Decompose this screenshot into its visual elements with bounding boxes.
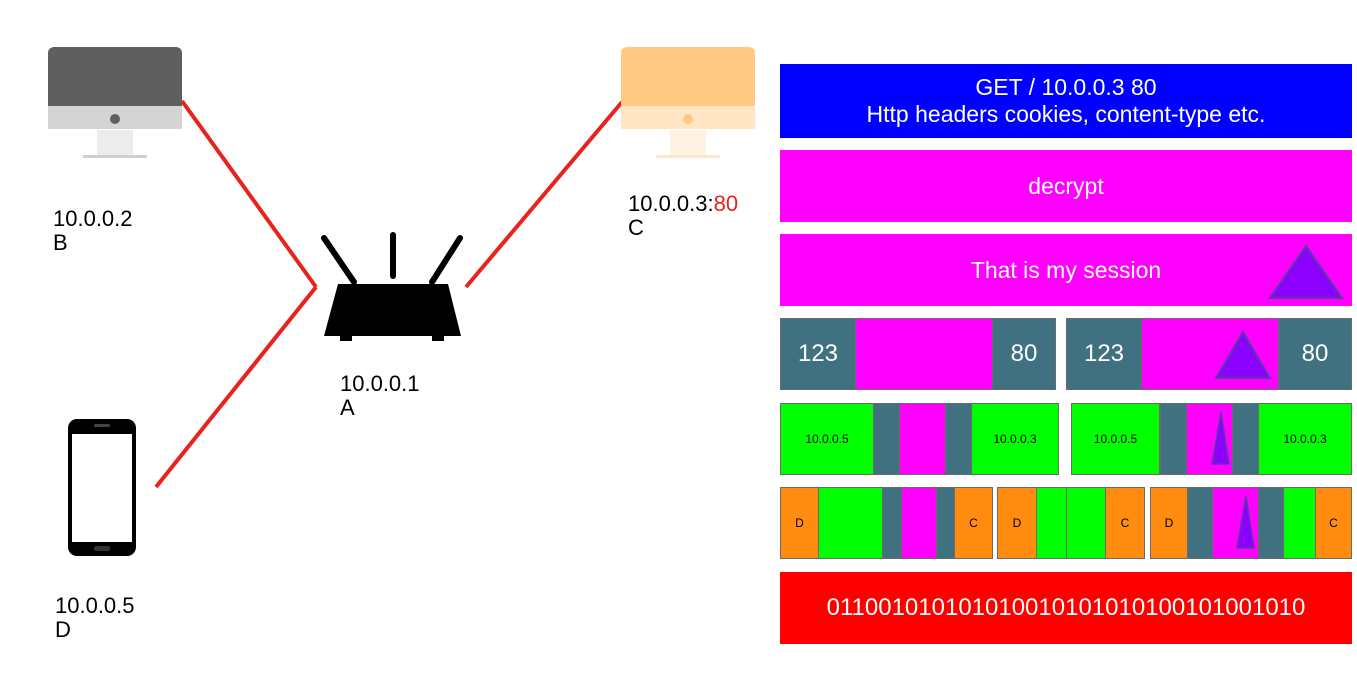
host-d-name: D	[55, 617, 71, 642]
ip1-payload	[899, 403, 946, 475]
phone-d-icon	[68, 419, 136, 556]
host-b-name: B	[53, 230, 68, 255]
frame2-ip-dst	[1066, 487, 1106, 559]
session-label: That is my session	[970, 256, 1162, 283]
frame1-ip-src	[818, 487, 883, 559]
http-headers-line: Http headers cookies, content-type etc.	[866, 101, 1266, 127]
host-d-label: 10.0.0.5 D	[55, 594, 135, 642]
frame3-port-src	[1187, 487, 1213, 559]
host-a-label: 10.0.0.1 A	[340, 372, 420, 420]
link-router-c	[464, 100, 624, 289]
frame3-ip-dst	[1283, 487, 1316, 559]
tcp1-src-port: 123	[780, 318, 856, 390]
frame1-port-src	[882, 487, 902, 559]
host-a-ip: 10.0.0.1	[340, 371, 420, 396]
tcp2-dst-port: 80	[1278, 318, 1352, 390]
frame2-ip-src	[1036, 487, 1067, 559]
http-layer: GET / 10.0.0.3 80 Http headers cookies, …	[780, 64, 1352, 138]
frame1-src-mac: D	[780, 487, 819, 559]
frame2-dst-mac: C	[1105, 487, 1145, 559]
frame3-dst-mac: C	[1315, 487, 1352, 559]
decrypt-label: decrypt	[1028, 172, 1104, 199]
ip2-dst: 10.0.0.3	[1258, 403, 1352, 475]
link-d-router	[154, 285, 318, 489]
ip1-port-dst	[945, 403, 972, 475]
ip1-src: 10.0.0.5	[780, 403, 874, 475]
ip-triangle-icon	[1211, 411, 1230, 465]
decrypt-layer: decrypt	[780, 150, 1352, 222]
bits-label: 011001010101010010101010100101001010	[826, 594, 1306, 621]
frame1-payload	[901, 487, 937, 559]
frame1-dst-mac: C	[954, 487, 993, 559]
ip1-dst: 10.0.0.3	[971, 403, 1059, 475]
frame1-port-dst	[936, 487, 955, 559]
http-request-line: GET / 10.0.0.3 80	[975, 74, 1157, 100]
tcp-triangle-icon	[1214, 330, 1272, 379]
host-c-port: 80	[713, 191, 739, 216]
ip2-port-dst	[1232, 403, 1259, 475]
host-c-name: C	[628, 215, 644, 240]
ip2-src: 10.0.0.5	[1071, 403, 1160, 475]
tcp1-payload	[855, 318, 993, 390]
desktop-c-icon	[621, 47, 755, 158]
ip1-port-src	[873, 403, 900, 475]
frame3-src-mac: D	[1150, 487, 1188, 559]
tcp2-src-port: 123	[1066, 318, 1142, 390]
link-b-router	[180, 99, 318, 289]
frame-triangle-icon	[1236, 495, 1255, 549]
session-triangle-icon	[1268, 244, 1344, 299]
session-layer: That is my session	[780, 234, 1352, 306]
frame3-port-dst	[1258, 487, 1284, 559]
frame2-src-mac: D	[997, 487, 1037, 559]
ip2-port-src	[1160, 403, 1187, 475]
host-a-name: A	[340, 395, 355, 420]
host-b-label: 10.0.0.2 B	[53, 207, 133, 255]
tcp1-dst-port: 80	[992, 318, 1056, 390]
host-d-ip: 10.0.0.5	[55, 593, 135, 618]
host-b-ip: 10.0.0.2	[53, 206, 133, 231]
desktop-b-icon	[48, 47, 182, 158]
host-c-label: 10.0.0.3:80 C	[628, 192, 738, 240]
bits-layer: 011001010101010010101010100101001010	[780, 572, 1352, 644]
router-a-icon	[321, 232, 463, 341]
host-c-port-separator: :	[707, 191, 714, 216]
host-c-ip: 10.0.0.3	[628, 191, 708, 216]
